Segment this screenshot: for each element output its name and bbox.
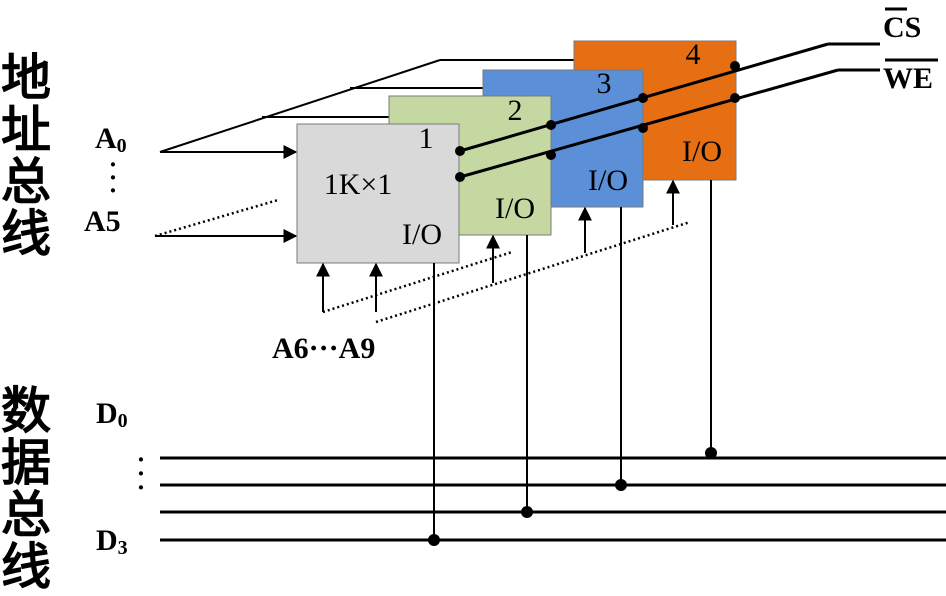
chip-2-io: I/O — [495, 192, 535, 225]
data-bus-char: 线 — [1, 539, 51, 595]
cs-label: CS — [883, 11, 921, 44]
address-bus-char: 址 — [1, 102, 51, 158]
cs-junction — [638, 93, 648, 103]
high-address-dotted-bus — [322, 220, 691, 324]
cs-junction — [546, 120, 556, 130]
address-vdots: · · · — [109, 150, 118, 205]
data-bus-label: 数 据 总 线 — [1, 383, 51, 595]
control-junctions — [455, 61, 740, 182]
io-junction-d2 — [521, 506, 533, 518]
io-junction-d0 — [705, 447, 717, 459]
we-junction — [546, 150, 556, 160]
io-junction-d3 — [428, 534, 440, 546]
we-junction — [455, 172, 465, 182]
address-bus-lines — [155, 59, 575, 243]
chip-1-number: 1 — [419, 122, 434, 155]
a5-label: A5 — [84, 205, 121, 238]
chip-1-capacity: 1K×1 — [324, 168, 393, 201]
data-bus-char: 总 — [1, 487, 51, 543]
a0-label: A0 — [95, 122, 127, 157]
address-bus-char: 总 — [1, 154, 51, 210]
data-bus-lines — [160, 456, 946, 542]
io-connections — [433, 180, 712, 540]
address-bus-char: 线 — [1, 206, 51, 262]
io-junction-d1 — [615, 479, 627, 491]
chip-3-number: 3 — [597, 67, 612, 100]
data-vdots: · · · — [137, 445, 146, 502]
address-bus-back-line — [159, 59, 441, 153]
a5-dotted-bus — [154, 198, 279, 238]
chip-4-number: 4 — [686, 38, 701, 71]
we-label: WE — [883, 62, 933, 95]
data-bus-char: 据 — [1, 435, 51, 491]
we-junction — [638, 123, 648, 133]
svg-text:·: · — [109, 176, 118, 205]
chip-1-io: I/O — [402, 218, 442, 251]
chip-2-number: 2 — [508, 94, 523, 127]
d0-label: D0 — [96, 397, 128, 432]
svg-text:·: · — [137, 473, 146, 502]
we-line — [459, 68, 839, 179]
chip-1: 1 1K×1 I/O — [296, 122, 460, 264]
dotted-bus-a6 — [322, 250, 513, 314]
cs-junction — [730, 61, 740, 71]
svg-text:·: · — [109, 150, 118, 179]
cs-junction — [455, 146, 465, 156]
high-address-arrows — [316, 179, 680, 312]
we-junction — [730, 93, 740, 103]
address-bus-label: 地 址 总 线 — [1, 50, 51, 262]
d3-label: D3 — [96, 524, 128, 559]
chip-3-io: I/O — [588, 164, 628, 197]
a6-a9-label: A6···A9 — [272, 332, 375, 365]
io-junctions — [428, 447, 717, 546]
svg-text:·: · — [109, 163, 118, 192]
chip-4-io: I/O — [682, 135, 722, 168]
svg-text:·: · — [137, 459, 146, 488]
svg-text:·: · — [137, 445, 146, 474]
chip-1-body — [296, 123, 460, 264]
data-bus-char: 数 — [1, 383, 51, 439]
address-bus-char: 地 — [1, 50, 51, 106]
